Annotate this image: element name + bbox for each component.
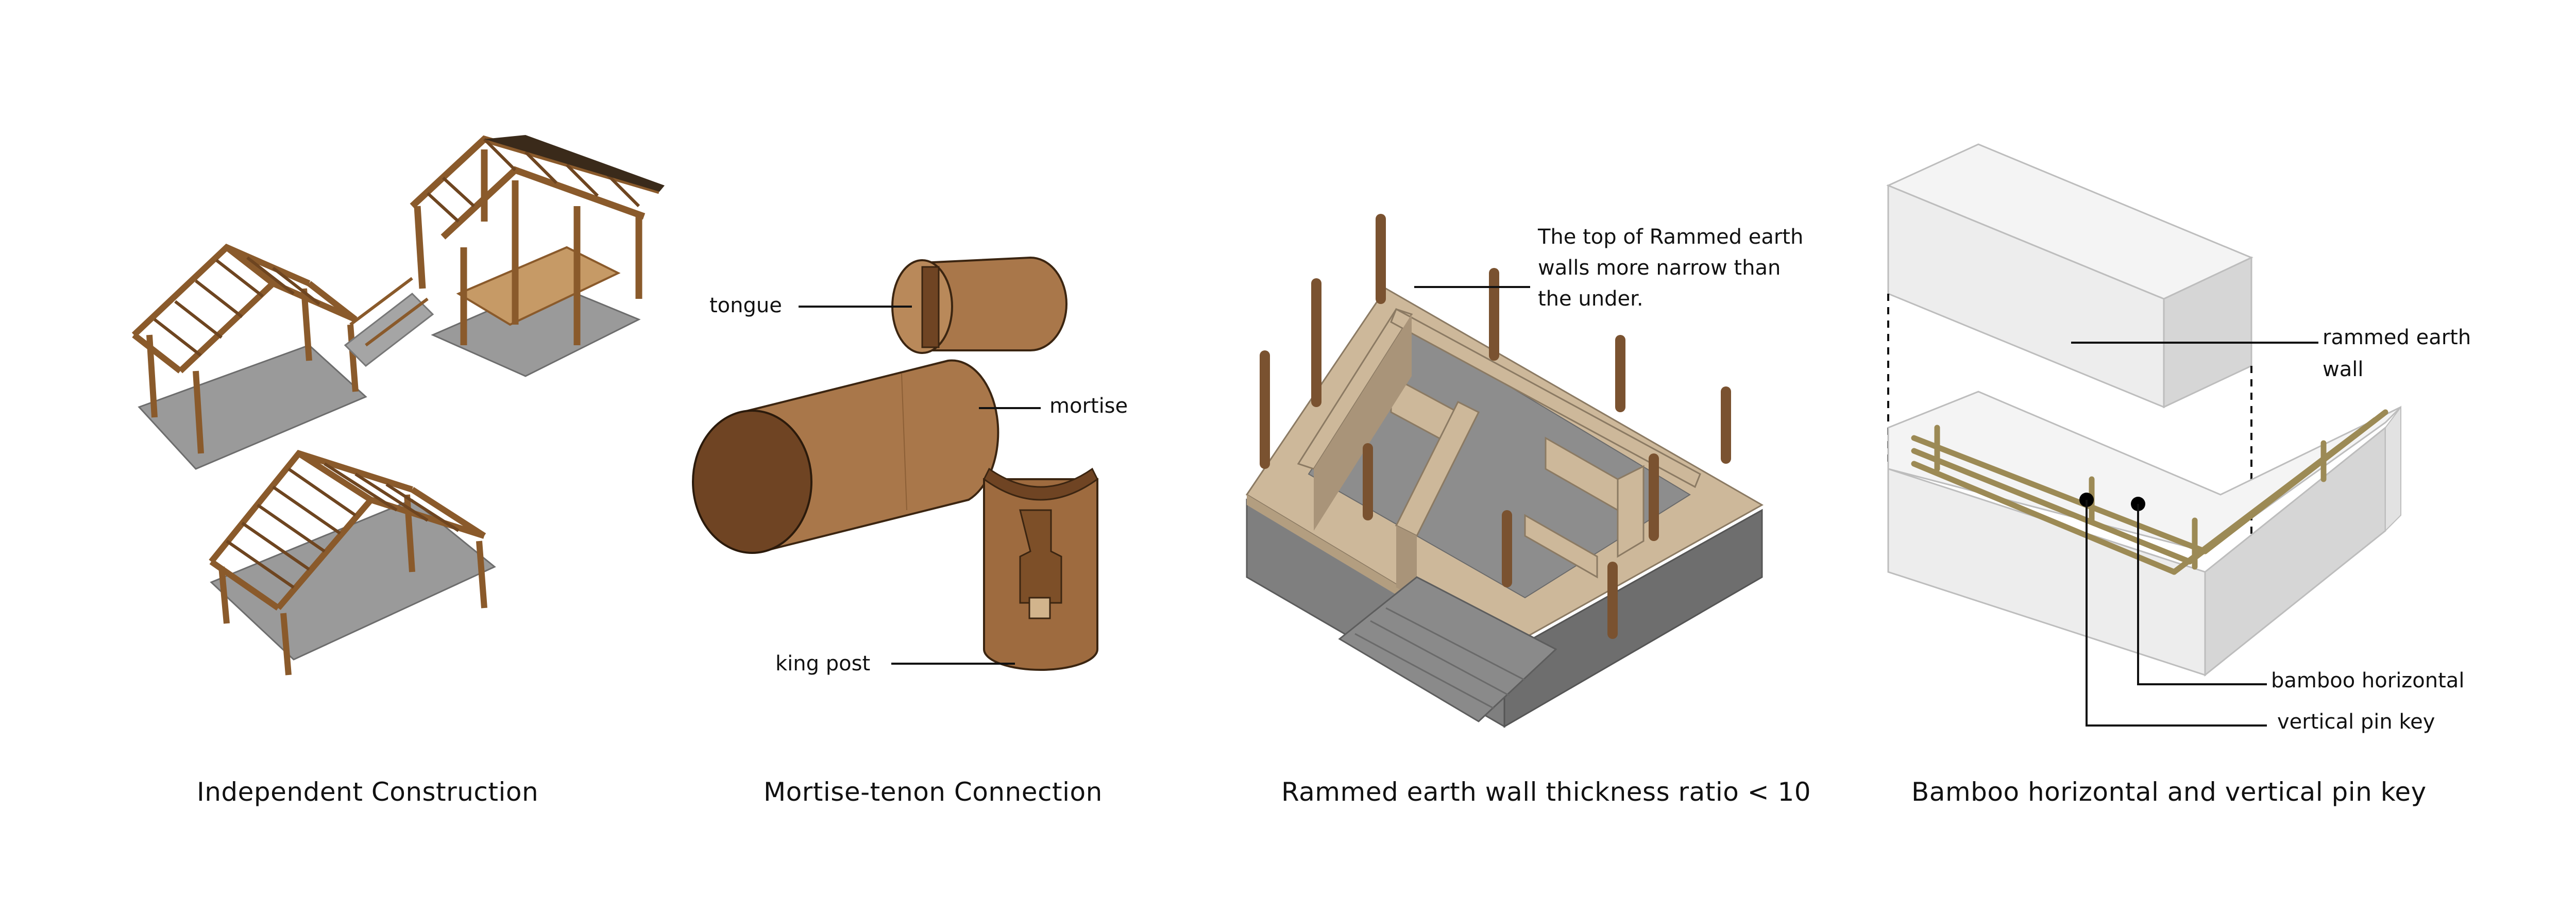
bamboo-horizontal-leader [2137,504,2267,685]
rammed-earth-illustration [1245,214,1764,728]
tongue-label: tongue [709,294,782,317]
mortise-piece [692,359,999,554]
bamboo-strips [1911,409,2388,575]
rammed-earth-wall-label-line-2: wall [2323,358,2364,381]
entrance-steps [1338,576,1557,722]
panel-3-caption: Rammed earth wall thickness ratio < 10 [1281,777,1811,807]
rammed-earth-note-line-2: walls more narrow than [1538,256,1781,280]
king-post-label: king post [775,652,871,676]
mortise-tenon-illustration [692,256,1098,671]
rammed-earth-note: The top of Rammed earth walls more narro… [1538,222,1803,314]
rammed-earth-wall-label-line-1: rammed earth [2323,326,2471,349]
king-post-piece [983,467,1098,671]
vertical-pin-key-label: vertical pin key [2277,710,2435,734]
bamboo-wall-illustration [1886,143,2402,727]
panel-4-caption: Bamboo horizontal and vertical pin key [1911,777,2427,807]
panel-2-caption: Mortise-tenon Connection [764,777,1103,807]
vertical-pin-key-leader [2086,500,2267,727]
bamboo-horizontal-label: bamboo horizontal [2271,669,2465,693]
left-pavilion-floor [138,344,367,470]
left-pavilion-frame [131,243,359,454]
stone-base-right [1503,509,1763,728]
panel-1-caption: Independent Construction [197,777,539,807]
rammed-earth-note-line-3: the under. [1538,287,1643,311]
lower-wall-top [1887,391,2402,552]
timber-frame-illustration [131,135,665,676]
mortise-label: mortise [1049,394,1128,418]
rammed-earth-note-line-1: The top of Rammed earth [1538,225,1804,249]
tongue-piece [891,256,1067,354]
rammed-earth-walls [1297,308,1701,579]
